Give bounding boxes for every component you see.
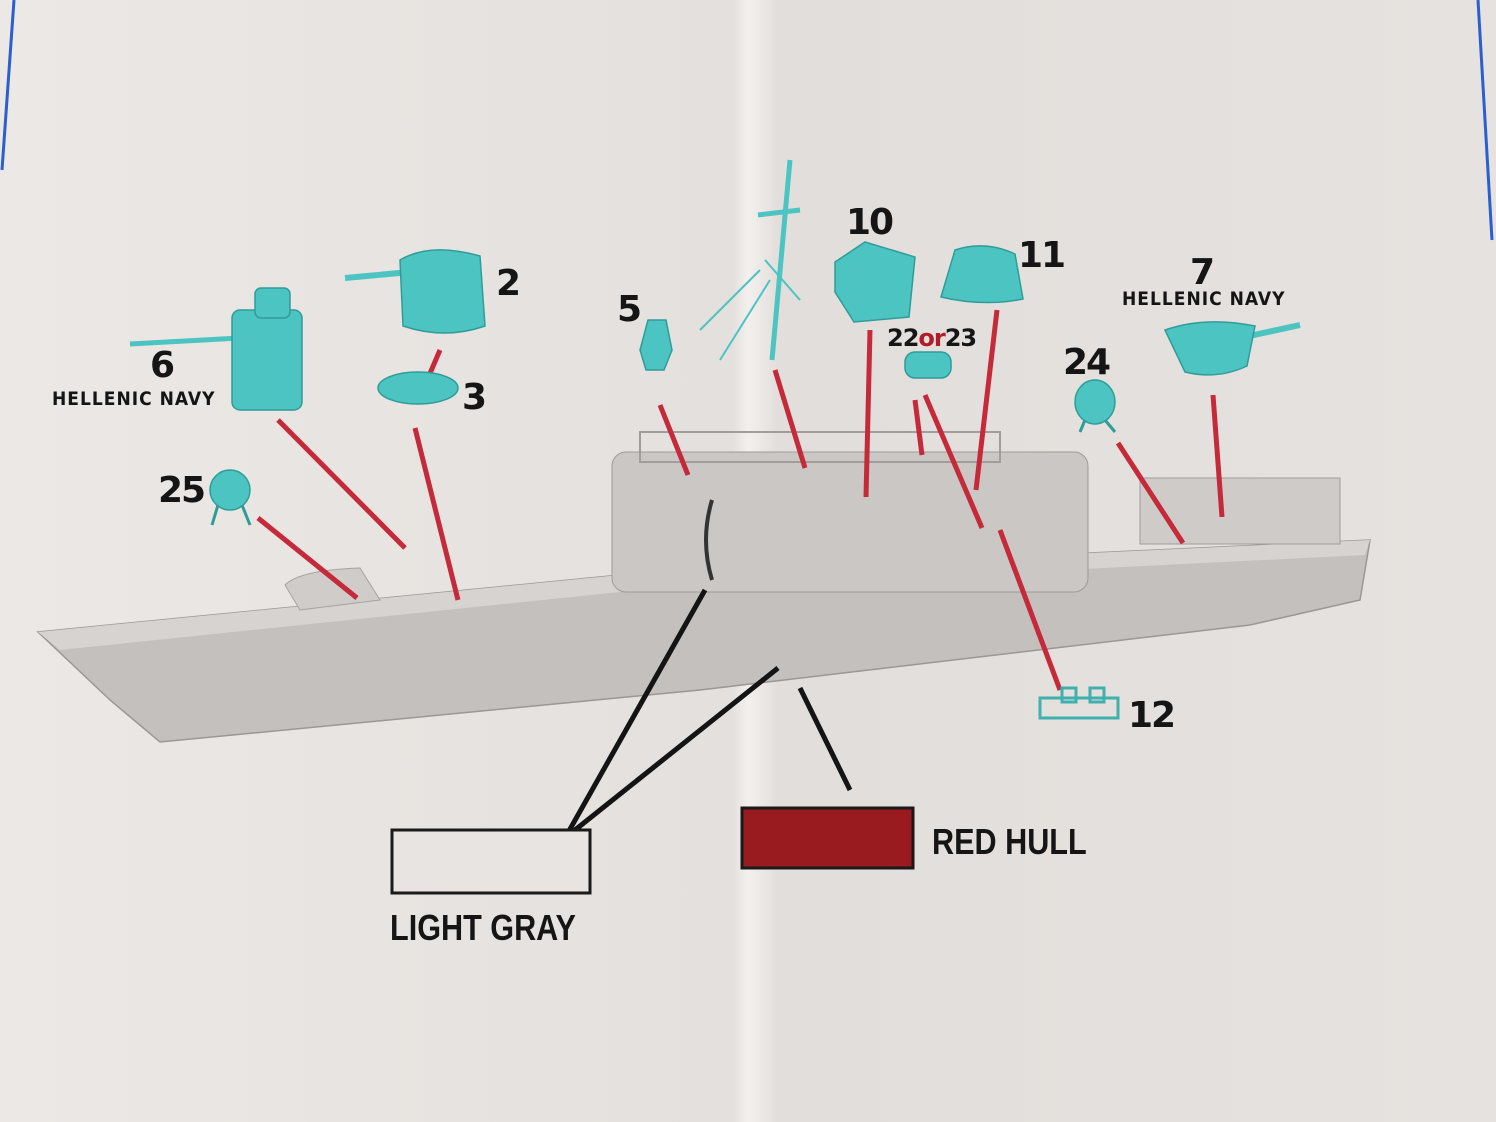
leader-lines (256, 309, 1225, 691)
part-6-gun (129, 287, 303, 411)
part-label-10: 10 (846, 202, 894, 243)
frame-border-left (0, 0, 16, 171)
red-hull-swatch (740, 806, 915, 870)
hellenic-navy-caption-6: HELLENIC NAVY (52, 388, 216, 410)
part-12-rack (1038, 686, 1120, 720)
legend-light-gray-label: LIGHT GRAY (390, 907, 576, 948)
part-label-22-or-23: 22or23 (887, 324, 977, 352)
part-label-22: 22 (887, 324, 919, 352)
part-label-25: 25 (158, 470, 206, 511)
aft-deckhouse (1139, 477, 1341, 545)
part-24 (1074, 379, 1117, 433)
part-22-23 (904, 351, 952, 379)
part-label-24: 24 (1063, 342, 1111, 383)
part-7-turret (1163, 321, 1301, 376)
legend-red-hull-label: RED HULL (932, 821, 1087, 862)
part-label-3: 3 (462, 377, 487, 418)
hellenic-navy-caption-7: HELLENIC NAVY (1122, 288, 1286, 310)
ship-hull (36, 431, 1371, 743)
part-label-11: 11 (1018, 235, 1066, 276)
color-leader-lines (562, 588, 853, 840)
part-3-base (377, 371, 459, 405)
part-label-2: 2 (496, 263, 521, 304)
frame-border-right (1476, 0, 1494, 241)
bridge-railing (639, 431, 1001, 463)
part-10-box (834, 241, 916, 323)
part-25 (209, 469, 252, 526)
part-label-7: 7 (1190, 252, 1215, 293)
hull-doorway (704, 499, 714, 581)
part-label-6: 6 (150, 345, 175, 386)
part-mast (699, 159, 801, 361)
part-2-turret (344, 249, 486, 334)
or-text: or (918, 324, 945, 352)
part-11-cone (940, 245, 1024, 304)
part-label-5: 5 (617, 289, 642, 330)
part-label-12: 12 (1128, 695, 1176, 736)
part-5 (639, 319, 673, 371)
part-label-23: 23 (944, 324, 977, 352)
superstructure (611, 451, 1089, 593)
light-gray-swatch (390, 828, 592, 895)
